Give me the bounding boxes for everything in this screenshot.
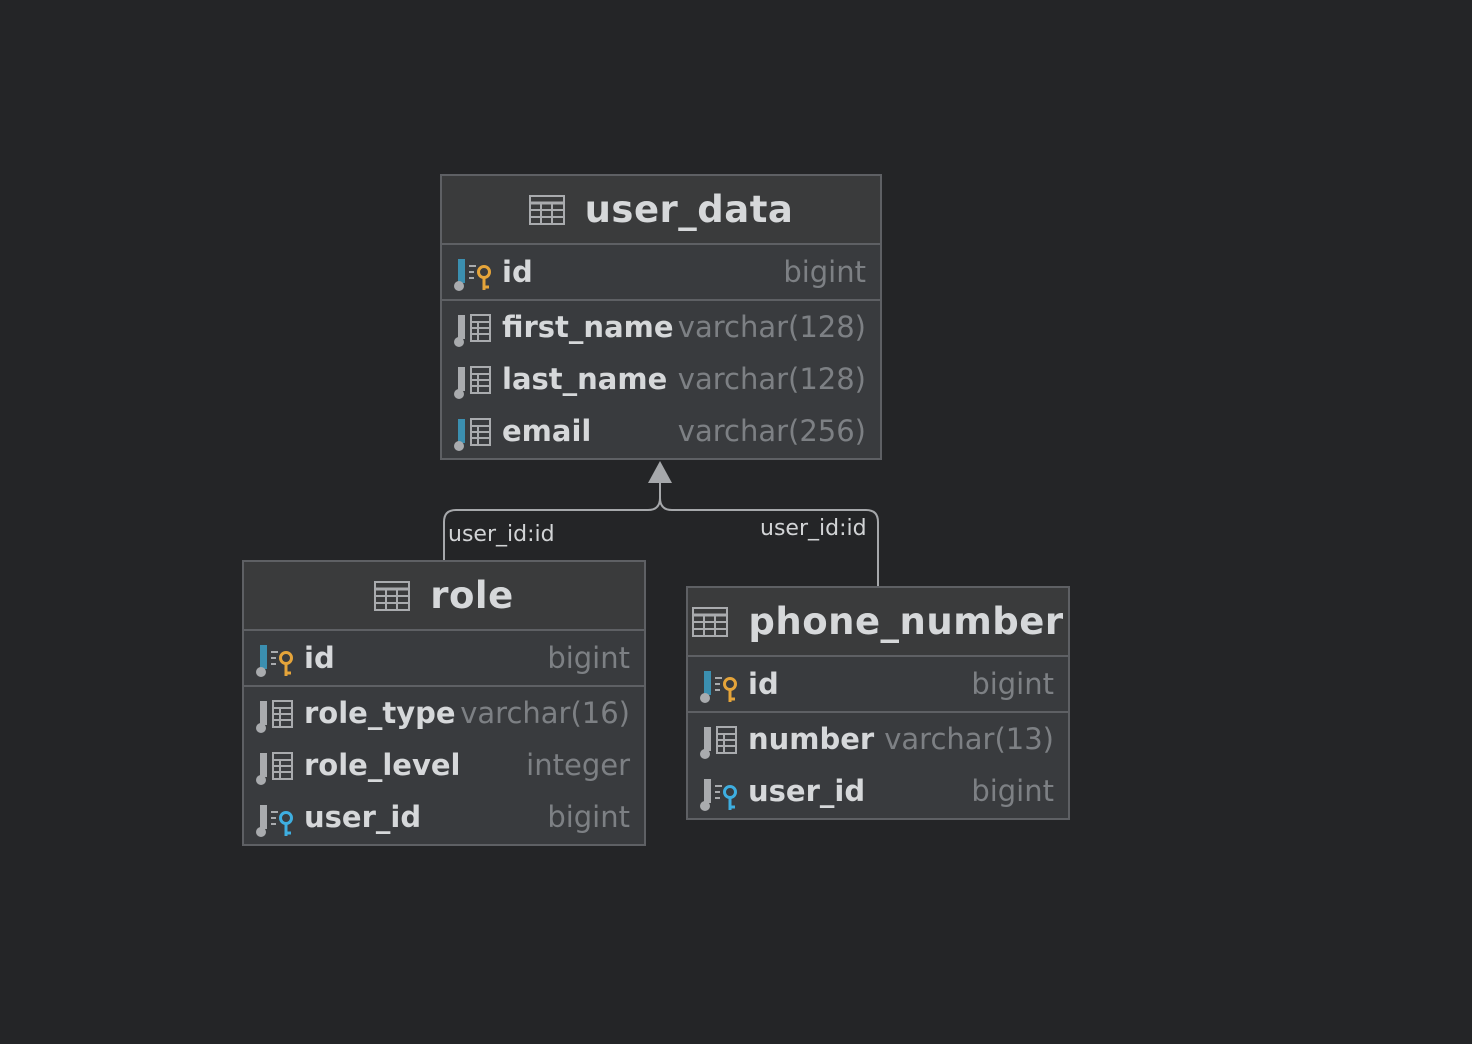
table-header[interactable]: role — [244, 562, 644, 631]
column-name: last_name — [502, 362, 668, 396]
column-type: varchar(128) — [677, 362, 866, 396]
column-row[interactable]: role_type varchar(16) — [244, 687, 644, 739]
column-type: integer — [526, 748, 630, 782]
foreign-key-column-icon — [700, 779, 737, 811]
column-type: bigint — [783, 255, 866, 289]
table-title: user_data — [584, 188, 794, 231]
column-name: id — [502, 255, 533, 289]
relation-label-role-to-user: user_id:id — [448, 522, 555, 547]
column-icon — [256, 700, 293, 733]
table-icon — [374, 580, 411, 611]
column-row[interactable]: id bigint — [442, 245, 880, 299]
table-icon — [692, 606, 729, 637]
column-name: user_id — [304, 800, 422, 834]
column-name: id — [304, 641, 335, 675]
column-row[interactable]: user_id bigint — [244, 791, 644, 843]
primary-key-section: id bigint — [442, 245, 880, 301]
column-type: bigint — [971, 774, 1054, 808]
column-name: email — [502, 414, 592, 448]
primary-key-section: id bigint — [688, 657, 1068, 713]
table-user-data[interactable]: user_data id bigint — [440, 174, 882, 460]
column-row[interactable]: id bigint — [688, 657, 1068, 711]
column-row[interactable]: email varchar(256) — [442, 405, 880, 457]
column-name: first_name — [502, 310, 674, 344]
column-type: bigint — [547, 800, 630, 834]
relation-label-phone-to-user: user_id:id — [760, 516, 867, 541]
primary-key-column-icon — [700, 671, 737, 703]
column-row[interactable]: user_id bigint — [688, 765, 1068, 817]
column-icon — [256, 752, 293, 785]
primary-key-column-icon — [256, 645, 293, 677]
column-type: bigint — [547, 641, 630, 675]
table-header[interactable]: phone_number — [688, 588, 1068, 657]
relation-arrowhead — [648, 461, 672, 483]
column-row[interactable]: last_name varchar(128) — [442, 353, 880, 405]
table-role[interactable]: role id bigint — [242, 560, 646, 846]
foreign-key-column-icon — [256, 805, 293, 837]
column-type: varchar(16) — [460, 696, 630, 730]
column-name: user_id — [748, 774, 866, 808]
column-name: id — [748, 667, 779, 701]
column-icon — [454, 314, 491, 347]
column-icon — [454, 366, 491, 399]
table-phone-number[interactable]: phone_number id bigint — [686, 586, 1070, 820]
column-type: varchar(128) — [677, 310, 866, 344]
column-row[interactable]: first_name varchar(128) — [442, 301, 880, 353]
column-row[interactable]: id bigint — [244, 631, 644, 685]
column-name: role_level — [304, 748, 461, 782]
table-icon — [528, 194, 565, 225]
column-type: varchar(13) — [884, 722, 1054, 756]
column-icon — [700, 726, 737, 759]
column-icon — [454, 418, 491, 451]
table-header[interactable]: user_data — [442, 176, 880, 245]
relation-line-role-to-user — [443, 478, 661, 560]
primary-key-column-icon — [454, 259, 491, 291]
primary-key-section: id bigint — [244, 631, 644, 687]
column-name: role_type — [304, 696, 456, 730]
column-name: number — [748, 722, 875, 756]
table-title: role — [430, 574, 514, 617]
table-title: phone_number — [748, 600, 1064, 643]
column-type: varchar(256) — [677, 414, 866, 448]
relation-line-phone-to-user — [659, 497, 879, 586]
column-type: bigint — [971, 667, 1054, 701]
column-row[interactable]: number varchar(13) — [688, 713, 1068, 765]
column-row[interactable]: role_level integer — [244, 739, 644, 791]
